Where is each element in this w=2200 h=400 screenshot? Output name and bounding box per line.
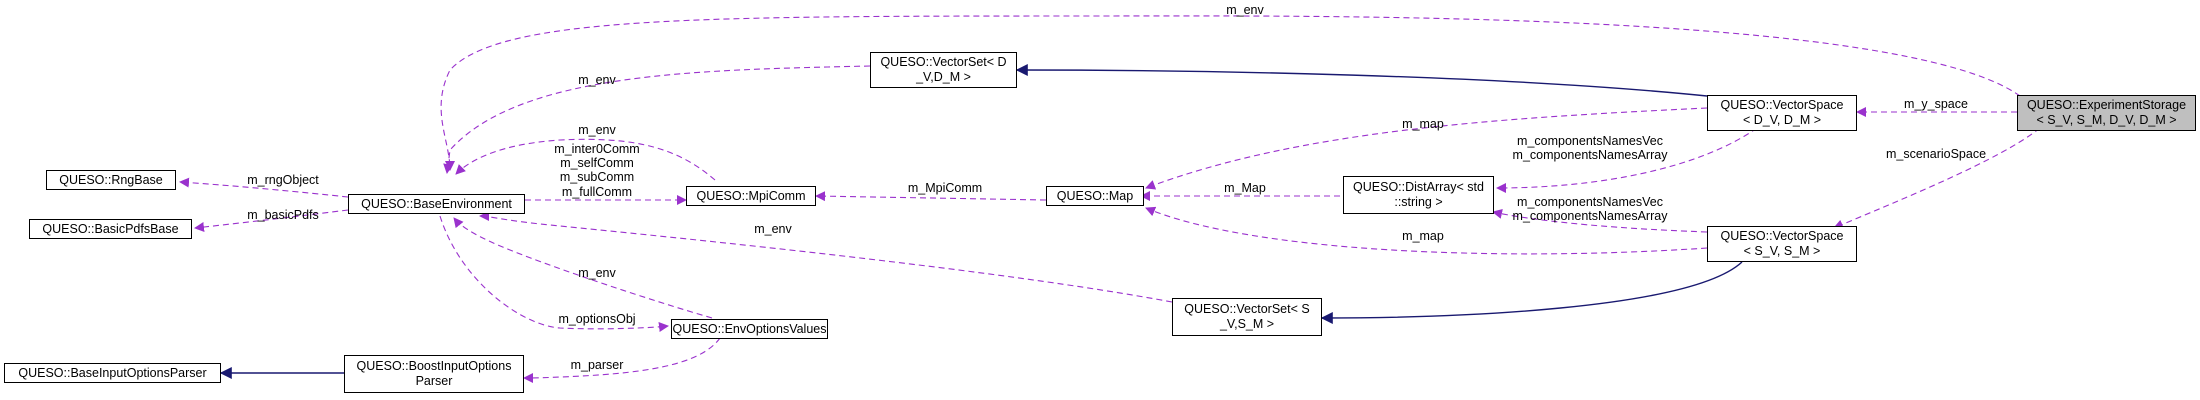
- edge-top-env: [440, 15, 2021, 171]
- node-dist-array[interactable]: QUESO::DistArray< std ::string >: [1343, 176, 1494, 214]
- label-comm-3: m_fullComm: [562, 185, 632, 199]
- node-vector-space-d-line-2: < D_V, D_M >: [1742, 113, 1822, 127]
- label-parser: m_parser: [571, 358, 624, 372]
- label-top-env: m_env: [1226, 3, 1264, 17]
- label-comm-2: m_subComm: [560, 170, 634, 184]
- edge-map-mpicomm: [815, 191, 1047, 202]
- label-components-s-1: m_componentsNamesArray: [1513, 209, 1669, 223]
- label-vectorset-d-env: m_env: [578, 73, 616, 87]
- node-experiment-storage[interactable]: QUESO::ExperimentStorage < S_V, S_M, D_V…: [2017, 95, 2196, 131]
- label-components-d-0: m_componentsNamesVec: [1517, 134, 1663, 148]
- edge-vectorspace-d-inherits-vectorset-d: [1015, 64, 1708, 97]
- node-vector-set-s-line-2: _V,S_M >: [1219, 317, 1275, 331]
- label-comm-1: m_selfComm: [560, 156, 634, 170]
- node-base-input-options-parser[interactable]: QUESO::BaseInputOptionsParser: [4, 363, 221, 383]
- label-mpi-comm: m_MpiComm: [908, 181, 982, 195]
- node-vector-set-s[interactable]: QUESO::VectorSet< S _V,S_M >: [1172, 298, 1322, 336]
- node-basic-pdfs-base[interactable]: QUESO::BasicPdfsBase: [29, 219, 192, 239]
- node-map[interactable]: QUESO::Map: [1046, 186, 1144, 206]
- node-vector-set-d[interactable]: QUESO::VectorSet< D _V,D_M >: [870, 52, 1017, 88]
- node-vector-space-s-line-1: QUESO::VectorSpace: [1720, 229, 1844, 243]
- node-env-options-values[interactable]: QUESO::EnvOptionsValues: [671, 319, 828, 339]
- edge-envopt-parser: [523, 337, 721, 383]
- label-options-obj: m_optionsObj: [558, 312, 635, 326]
- node-mpi-comm[interactable]: QUESO::MpiComm: [686, 186, 816, 206]
- label-rng-object: m_rngObject: [247, 173, 319, 187]
- label-map-from-dist: m_Map: [1224, 181, 1266, 195]
- label-map-from-vsd: m_map: [1402, 117, 1444, 131]
- node-base-input-options-parser-label: QUESO::BaseInputOptionsParser: [18, 365, 207, 380]
- node-base-environment[interactable]: QUESO::BaseEnvironment: [348, 194, 525, 214]
- node-rng-base-label: QUESO::RngBase: [59, 172, 163, 187]
- edge-vectorspace-s-inherits-vectorset-s: [1320, 261, 1743, 324]
- label-basic-pdfs: m_basicPdfs: [247, 208, 319, 222]
- node-boost-input-options-parser-line-1: QUESO::BoostInputOptions: [356, 359, 512, 373]
- node-vector-space-d[interactable]: QUESO::VectorSpace < D_V, D_M >: [1707, 95, 1857, 131]
- label-mpicomm-env: m_env: [578, 123, 616, 137]
- node-map-label: QUESO::Map: [1056, 188, 1134, 203]
- node-vector-set-d-line-1: QUESO::VectorSet< D: [880, 55, 1007, 69]
- label-envopt-env: m_env: [578, 266, 616, 280]
- node-experiment-storage-line-1: QUESO::ExperimentStorage: [2026, 98, 2187, 112]
- node-vector-space-s-line-2: < S_V, S_M >: [1743, 244, 1821, 258]
- node-mpi-comm-label: QUESO::MpiComm: [696, 188, 806, 203]
- edge-vectorspace-d-distarray: [1496, 127, 1758, 193]
- node-env-options-values-label: QUESO::EnvOptionsValues: [672, 321, 827, 336]
- node-rng-base[interactable]: QUESO::RngBase: [46, 170, 176, 190]
- edge-mpicomm-env: [455, 138, 716, 181]
- label-vectorset-s-env: m_env: [754, 222, 792, 236]
- label-scenario-space: m_scenarioSpace: [1886, 147, 1986, 161]
- edge-vectorspace-s-map: [1145, 206, 1708, 255]
- label-components-d-1: m_componentsNamesArray: [1513, 148, 1669, 162]
- node-base-environment-label: QUESO::BaseEnvironment: [361, 196, 512, 211]
- edge-vectorset-d-env: [443, 65, 871, 174]
- node-boost-input-options-parser-line-2: Parser: [415, 374, 453, 388]
- node-dist-array-line-1: QUESO::DistArray< std: [1353, 180, 1484, 194]
- edge-vectorspace-d-map: [1145, 107, 1708, 190]
- node-boost-input-options-parser[interactable]: QUESO::BoostInputOptions Parser: [344, 355, 524, 393]
- edge-env-basicpdfs: [194, 209, 349, 232]
- node-vector-space-s[interactable]: QUESO::VectorSpace < S_V, S_M >: [1707, 226, 1857, 262]
- edge-env-envopt: [439, 215, 669, 332]
- label-y-space: m_y_space: [1904, 97, 1968, 111]
- edge-experiment-scenariospace: [1833, 127, 2041, 230]
- node-vector-set-s-line-1: QUESO::VectorSet< S: [1184, 302, 1310, 316]
- node-dist-array-line-2: ::string >: [1394, 195, 1443, 209]
- node-vector-set-d-line-2: _V,D_M >: [916, 70, 971, 84]
- node-vector-space-d-line-1: QUESO::VectorSpace: [1720, 98, 1844, 112]
- label-comm-0: m_inter0Comm: [554, 142, 639, 156]
- label-components-s-0: m_componentsNamesVec: [1517, 195, 1663, 209]
- label-map-from-vss: m_map: [1402, 229, 1444, 243]
- node-experiment-storage-line-2: < S_V, S_M, D_V, D_M >: [2036, 113, 2177, 127]
- edge-envopt-env: [453, 217, 713, 319]
- edge-vectorset-s-env: [479, 211, 1173, 303]
- edge-vectorspace-s-distarray: [1492, 209, 1708, 233]
- node-basic-pdfs-base-label: QUESO::BasicPdfsBase: [42, 221, 179, 236]
